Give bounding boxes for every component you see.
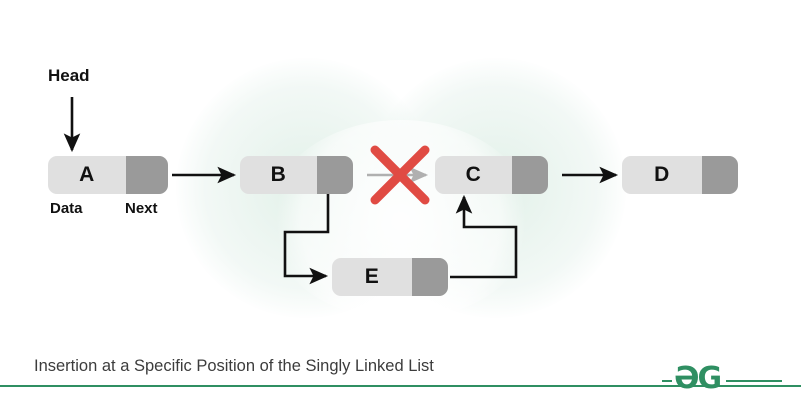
node-c-next-pointer: [512, 156, 548, 194]
node-c-data: C: [465, 163, 482, 186]
link-e-to-c-arrow: [450, 194, 518, 279]
list-node-d: D: [622, 156, 738, 194]
node-d-data: D: [654, 163, 670, 186]
node-e-next-pointer: [412, 258, 448, 296]
footer-divider: [0, 385, 801, 387]
head-label: Head: [48, 66, 90, 85]
node-b-data: B: [270, 163, 287, 186]
logo-rule-right: [726, 380, 782, 382]
logo-glyph: ӘG: [674, 361, 722, 396]
node-e-data: E: [364, 265, 380, 288]
node-b-next-pointer: [317, 156, 353, 194]
link-b-to-e-arrow: [283, 194, 330, 285]
next-label: Next: [125, 200, 158, 217]
list-node-e: E: [332, 258, 448, 296]
node-a-next-pointer: [126, 156, 168, 194]
node-a-data: A: [79, 163, 95, 186]
list-node-c: C: [435, 156, 548, 194]
list-node-a: A: [48, 156, 168, 194]
geeksforgeeks-logo: ӘG: [662, 364, 782, 394]
broken-link-cross-icon: [370, 145, 430, 205]
data-label: Data: [50, 200, 83, 217]
list-node-b: B: [240, 156, 353, 194]
logo-rule-left: [662, 380, 672, 382]
node-d-next-pointer: [702, 156, 738, 194]
figure-caption: Insertion at a Specific Position of the …: [34, 357, 434, 375]
